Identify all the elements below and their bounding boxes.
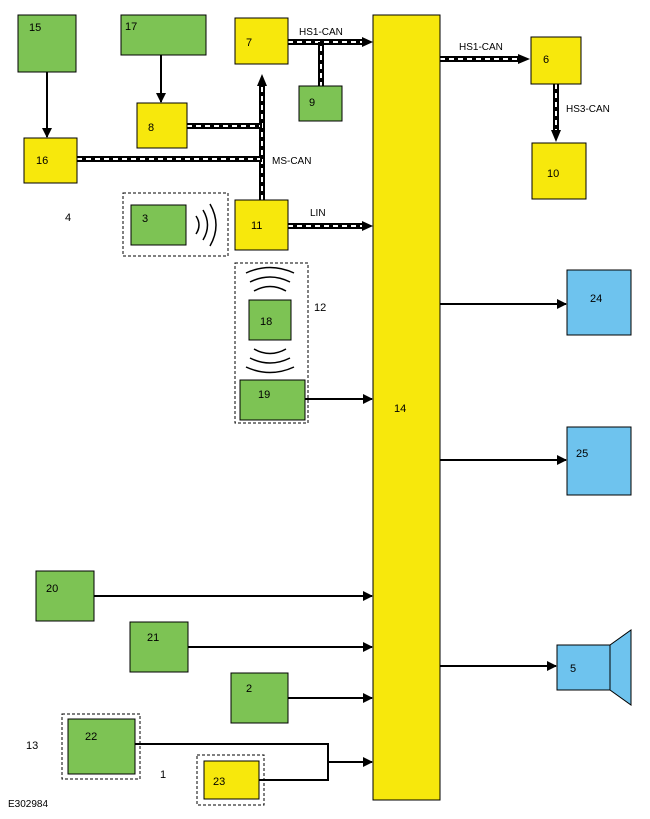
bus-label-hs3-can: HS3-CAN — [566, 104, 610, 115]
module-10: 10 — [531, 142, 587, 200]
module-25: 25 — [566, 426, 632, 496]
module-24: 24 — [566, 269, 632, 336]
module-9-label: 9 — [309, 97, 315, 109]
module-6: 6 — [530, 36, 582, 85]
module-22: 22 — [67, 718, 136, 775]
group-outline-12 — [234, 262, 309, 424]
module-17: 17 — [120, 14, 207, 56]
module-10-label: 10 — [547, 168, 559, 180]
module-23: 23 — [203, 760, 260, 800]
module-18: 18 — [248, 299, 292, 341]
module-11: 11 — [234, 199, 289, 251]
bus-hs3-can — [551, 84, 561, 142]
module-23-label: 23 — [213, 776, 225, 788]
group-outline-22 — [61, 713, 141, 780]
module-20: 20 — [35, 570, 95, 622]
module-16: 16 — [23, 137, 78, 184]
module-19: 19 — [239, 379, 306, 421]
callout-label-12: 12 — [314, 302, 326, 314]
callout-label-4: 4 — [65, 212, 71, 224]
module-2-label: 2 — [246, 683, 252, 695]
callout-label-13: 13 — [26, 740, 38, 752]
speaker-label: 5 — [570, 663, 576, 675]
module-15-label: 15 — [29, 22, 41, 34]
module-2: 2 — [230, 672, 289, 724]
bus-label-hs1-can-right: HS1-CAN — [459, 42, 503, 53]
bus-label-hs1-can-top: HS1-CAN — [299, 27, 343, 38]
radio-wave-icon-3 — [195, 203, 217, 247]
group-outline-23 — [196, 754, 265, 806]
bus-lines — [77, 37, 561, 231]
module-7: 7 — [234, 17, 289, 65]
solid-connections — [42, 55, 567, 781]
radio-wave-icon-18-bottom — [245, 348, 295, 374]
module-14-label: 14 — [394, 403, 406, 415]
module-24-label: 24 — [590, 293, 602, 305]
module-21: 21 — [129, 621, 189, 673]
module-8: 8 — [136, 102, 188, 149]
radio-wave-icon-18-top — [245, 266, 295, 292]
module-6-label: 6 — [543, 54, 549, 66]
group-outlines — [61, 192, 309, 806]
module-3: 3 — [130, 204, 187, 246]
module-15: 15 — [17, 14, 77, 73]
module-18-label: 18 — [260, 316, 272, 328]
module-14: 14 — [372, 14, 441, 801]
figure-reference: E302984 — [8, 799, 48, 810]
group-outline-3 — [122, 192, 229, 257]
module-3-label: 3 — [142, 213, 148, 225]
module-9: 9 — [298, 85, 343, 122]
bus-hs1-can-right — [440, 54, 530, 64]
module-22-label: 22 — [85, 731, 97, 743]
module-25-label: 25 — [576, 448, 588, 460]
module-21-label: 21 — [147, 632, 159, 644]
module-8-label: 8 — [148, 122, 154, 134]
module-17-label: 17 — [125, 21, 137, 33]
bus-ms-can-vertical — [257, 74, 267, 200]
speaker-icon: 5 — [556, 629, 632, 706]
bus-label-ms-can: MS-CAN — [272, 156, 311, 167]
bus-lin — [288, 221, 373, 231]
module-7-label: 7 — [246, 37, 252, 49]
bus-hs1-can-top — [288, 37, 373, 47]
bus-label-lin: LIN — [310, 208, 326, 219]
module-16-label: 16 — [36, 155, 48, 167]
module-20-label: 20 — [46, 583, 58, 595]
module-11-label: 11 — [251, 220, 262, 232]
callout-label-1: 1 — [160, 769, 166, 781]
module-19-label: 19 — [258, 389, 270, 401]
